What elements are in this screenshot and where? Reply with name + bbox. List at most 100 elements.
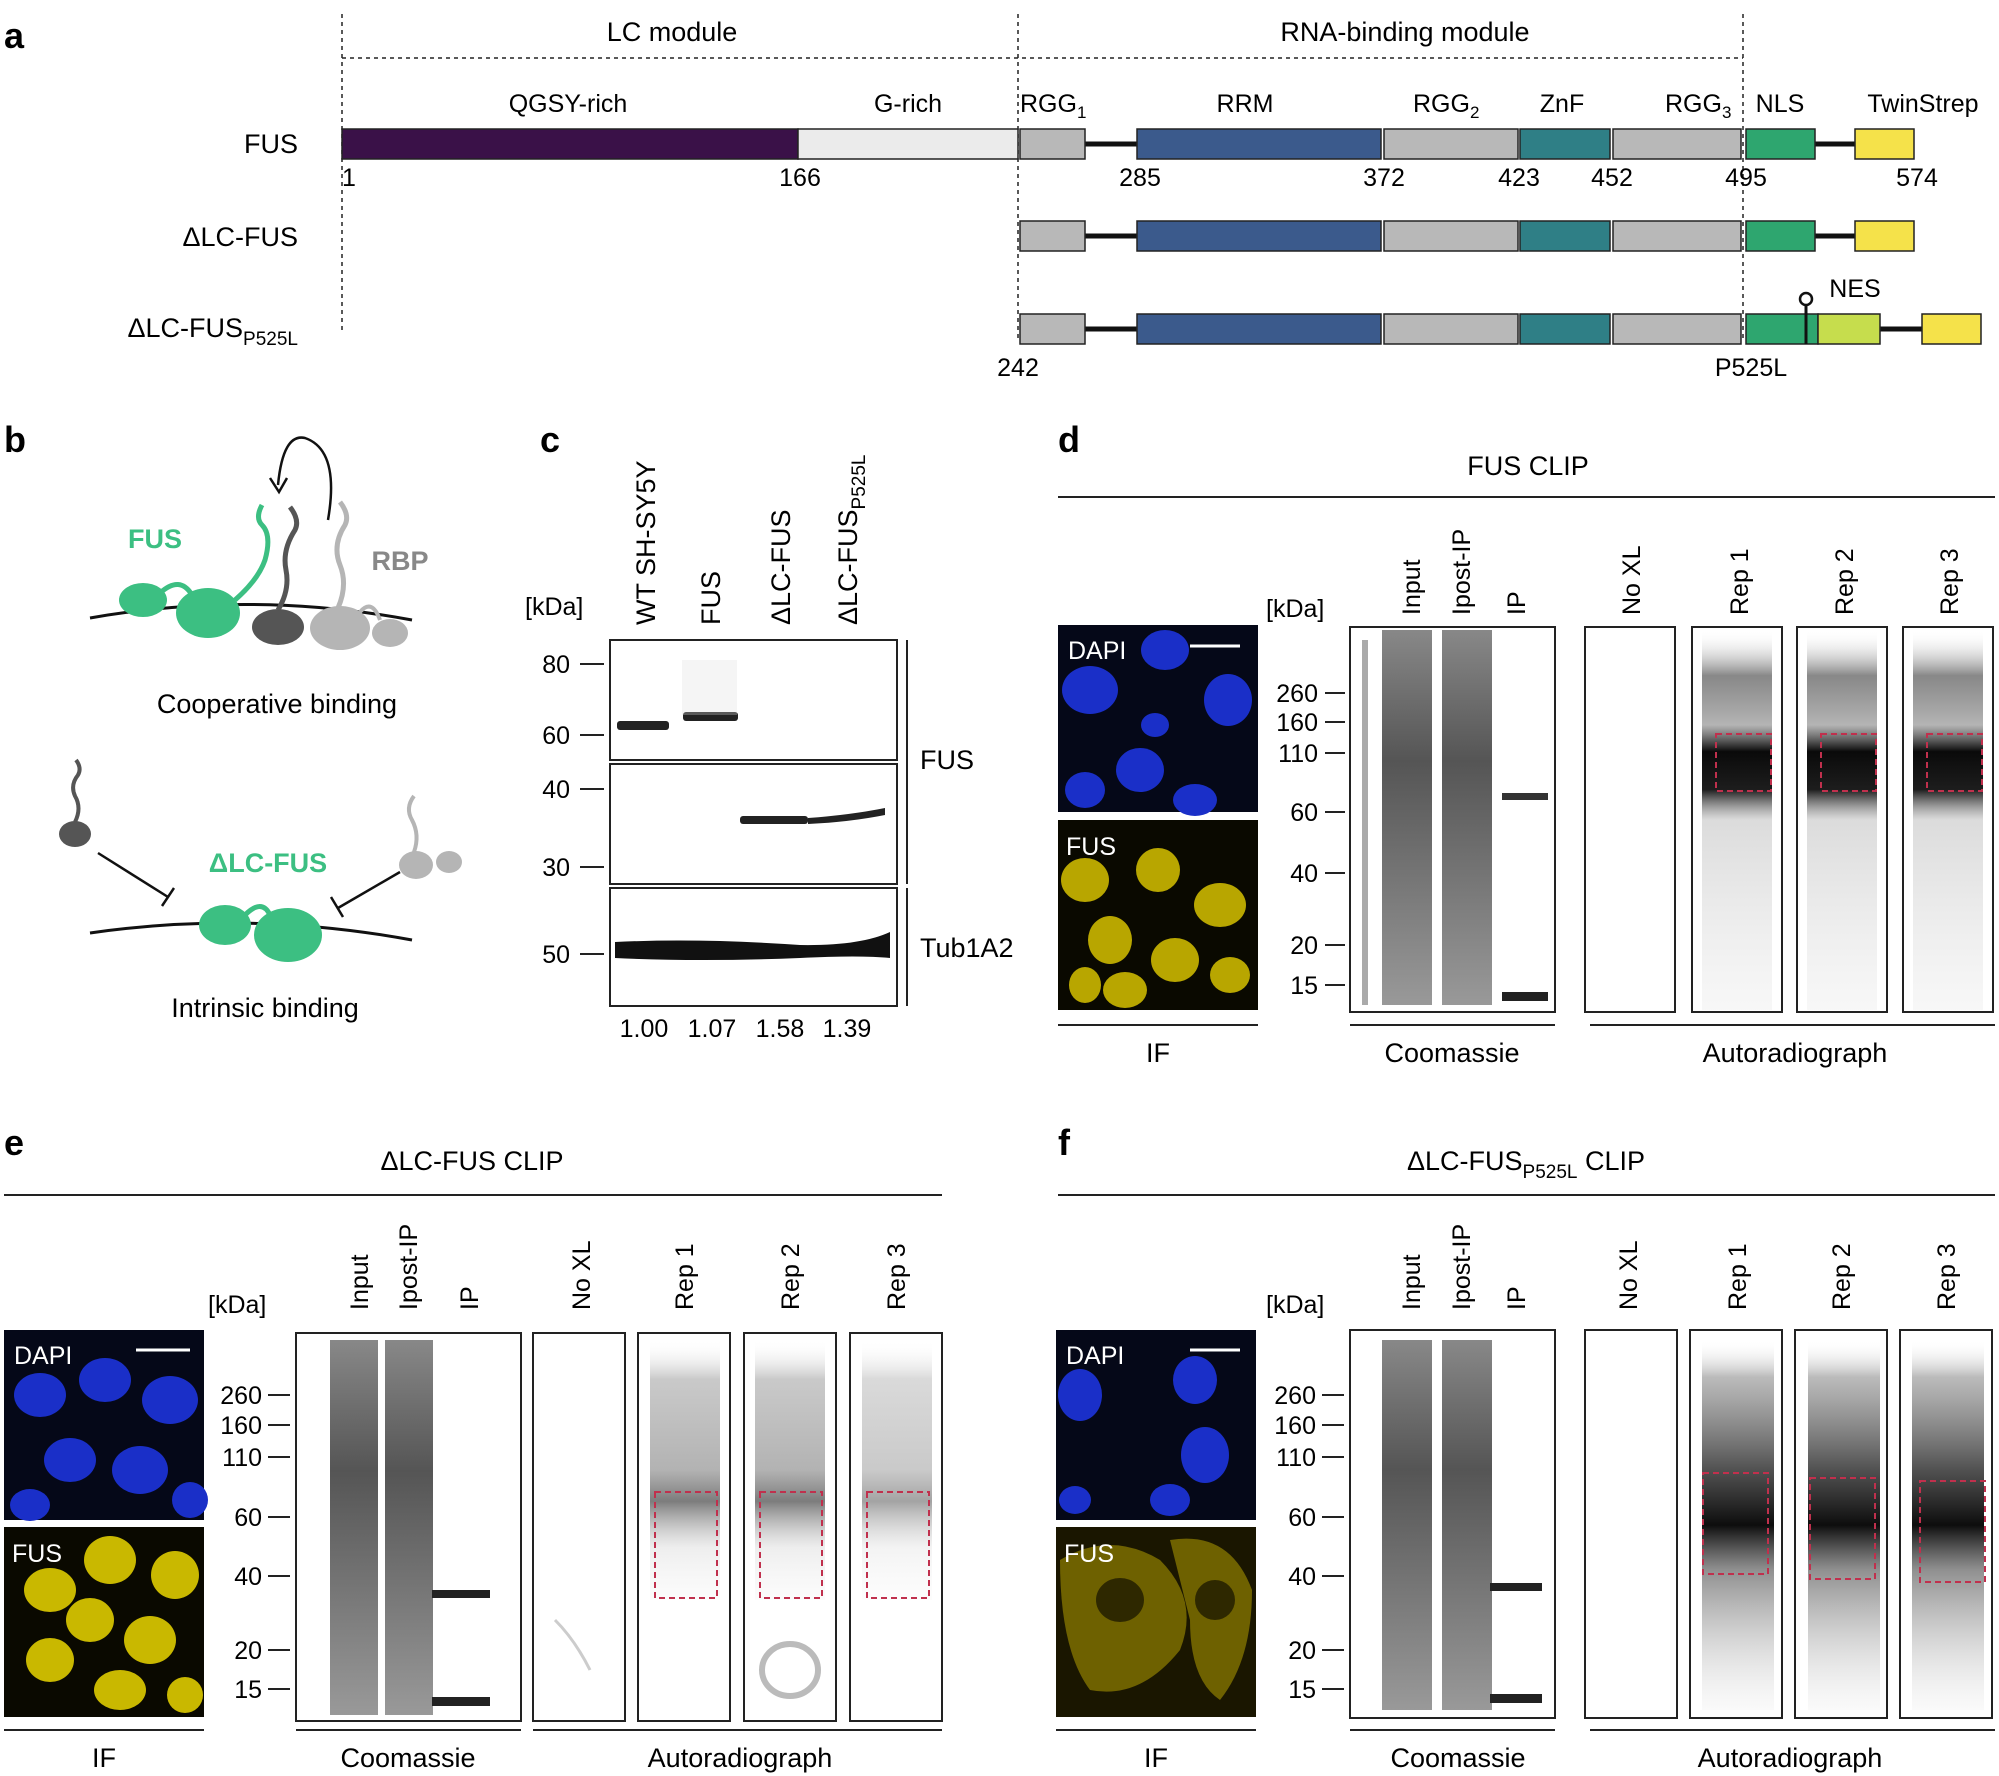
lane-e-ipost: Ipost-IP <box>395 1224 423 1310</box>
quant-1: 1.00 <box>620 1015 669 1043</box>
pos-423: 423 <box>1498 164 1540 192</box>
autorad-noxl-d <box>1584 626 1676 1013</box>
pos-166: 166 <box>779 164 821 192</box>
dlcfus-label-b: ΔLC-FUS <box>209 848 327 878</box>
dapi-label-f: DAPI <box>1066 1342 1124 1370</box>
marker-d-160: 160 <box>1276 709 1318 737</box>
marker-f-40: 40 <box>1288 1563 1316 1591</box>
ip-band-d <box>1502 793 1548 800</box>
lane-e-noxl: No XL <box>568 1240 596 1310</box>
band-dlcfus <box>740 816 808 824</box>
fus-nuclei-d <box>1061 848 1250 1008</box>
cooperative-label: Cooperative binding <box>157 689 397 719</box>
rgg3-domain <box>1612 128 1742 160</box>
nes-domain <box>1817 313 1881 345</box>
quant-4: 1.39 <box>823 1015 872 1043</box>
markers-d <box>1325 692 1345 986</box>
rgg2-label: RGG2 <box>1413 90 1479 122</box>
box-f-rep2 <box>1809 1477 1876 1580</box>
autorad-label-f: Autoradiograph <box>1698 1743 1883 1773</box>
mutation-pin-icon <box>1798 291 1814 307</box>
marker-d-110: 110 <box>1278 740 1318 768</box>
box-d-rep3 <box>1926 733 1983 792</box>
fus-lc-tail <box>233 503 271 602</box>
fus-label-if-d: FUS <box>1066 833 1116 861</box>
rrm-label: RRM <box>1217 90 1274 118</box>
marker-f-60: 60 <box>1288 1504 1316 1532</box>
band-fus <box>683 712 738 721</box>
inhibit-line-right <box>337 870 401 910</box>
marker-e-160: 160 <box>220 1412 262 1440</box>
kda-label-c: [kDa] <box>525 593 583 621</box>
znf-domain <box>1519 128 1611 160</box>
marker-f-260: 260 <box>1274 1382 1316 1410</box>
dlcfus-construct <box>1019 220 1915 252</box>
grich-label: G-rich <box>874 90 942 118</box>
if-label-e: IF <box>92 1743 116 1773</box>
lane-e-rep1: Rep 1 <box>671 1243 699 1310</box>
fus-znf-shape <box>176 588 240 638</box>
lane-fus: FUS <box>696 571 726 625</box>
marker-f-160: 160 <box>1274 1412 1316 1440</box>
rbp-label: RBP <box>371 546 428 576</box>
lane-f-input: Input <box>1398 1254 1426 1310</box>
pos-574: 574 <box>1896 164 1938 192</box>
intrinsic-label: Intrinsic binding <box>171 993 359 1023</box>
marker-d-60: 60 <box>1290 799 1318 827</box>
label-fus-c: FUS <box>920 745 974 775</box>
nls-domain <box>1745 128 1816 160</box>
autorad-noxl-e <box>532 1332 626 1722</box>
lane-e-ip: IP <box>456 1286 484 1310</box>
lane-d-input-smear <box>1382 630 1432 1005</box>
fus-label-if-e: FUS <box>12 1540 62 1568</box>
row-label-dlcfus: ΔLC-FUS <box>182 222 298 252</box>
lane-f-rep1: Rep 1 <box>1724 1243 1752 1310</box>
marker-d-40: 40 <box>1290 860 1318 888</box>
ip-band-f <box>1490 1583 1542 1591</box>
marker-d-20: 20 <box>1290 932 1318 960</box>
marker-e-15: 15 <box>234 1676 262 1704</box>
dapi-nuclei-f <box>1058 1356 1229 1516</box>
lane-dlcfus: ΔLC-FUS <box>766 509 796 625</box>
dapi-nuclei-e <box>10 1358 208 1521</box>
lane-f-rep2: Rep 2 <box>1828 1243 1856 1310</box>
marker-e-20: 20 <box>234 1637 262 1665</box>
lane-f-ipost: Ipost-IP <box>1448 1224 1476 1310</box>
fus-label-b: FUS <box>128 524 182 554</box>
rbp-light-shape <box>310 606 370 650</box>
kda-label-f: [kDa] <box>1266 1291 1324 1319</box>
qgsy-domain <box>341 128 799 160</box>
marker-e-110: 110 <box>222 1444 262 1472</box>
lane-d-ip: IP <box>1503 591 1531 615</box>
kda-label-d: [kDa] <box>1266 595 1324 623</box>
quant-3: 1.58 <box>756 1015 805 1043</box>
band-wt-fus <box>617 721 669 730</box>
coomassie-label-f: Coomassie <box>1390 1743 1525 1773</box>
rbp-dark-shape <box>252 609 304 645</box>
box-e-rep1 <box>654 1491 718 1599</box>
recruitment-arrow <box>276 436 333 521</box>
lane-d-rep2: Rep 2 <box>1831 548 1859 615</box>
markers-c <box>580 663 604 955</box>
fus-rrm-shape <box>119 583 167 617</box>
inhibit-line-left <box>97 851 169 899</box>
qgsy-label: QGSY-rich <box>509 90 628 118</box>
if-label-d: IF <box>1146 1038 1170 1068</box>
lane-dlcfus-p525l: ΔLC-FUSP525L <box>833 455 870 626</box>
lane-d-ipost: Ipost-IP <box>1448 529 1476 615</box>
twinstrep-domain <box>1854 128 1915 160</box>
autorad-noxl-f <box>1584 1329 1678 1719</box>
pos-495: 495 <box>1725 164 1767 192</box>
ip-band-e <box>432 1590 490 1598</box>
autorad-label-e: Autoradiograph <box>648 1743 833 1773</box>
lane-f-noxl: No XL <box>1615 1240 1643 1310</box>
marker-d-15: 15 <box>1290 972 1318 1000</box>
twinstrep-label: TwinStrep <box>1867 90 1978 118</box>
panel-f: f ΔLC-FUSP525L CLIP DAPI FUS IF [kDa] <box>1056 1122 1995 1773</box>
marker-40: 40 <box>542 776 570 804</box>
row-label-dlcfus-p525l: ΔLC-FUSP525L <box>128 313 299 350</box>
lane-d-ipost-smear <box>1442 630 1492 1005</box>
lane-e-rep2: Rep 2 <box>777 1243 805 1310</box>
rna-module-label: RNA-binding module <box>1280 17 1529 47</box>
marker-e-260: 260 <box>220 1382 262 1410</box>
